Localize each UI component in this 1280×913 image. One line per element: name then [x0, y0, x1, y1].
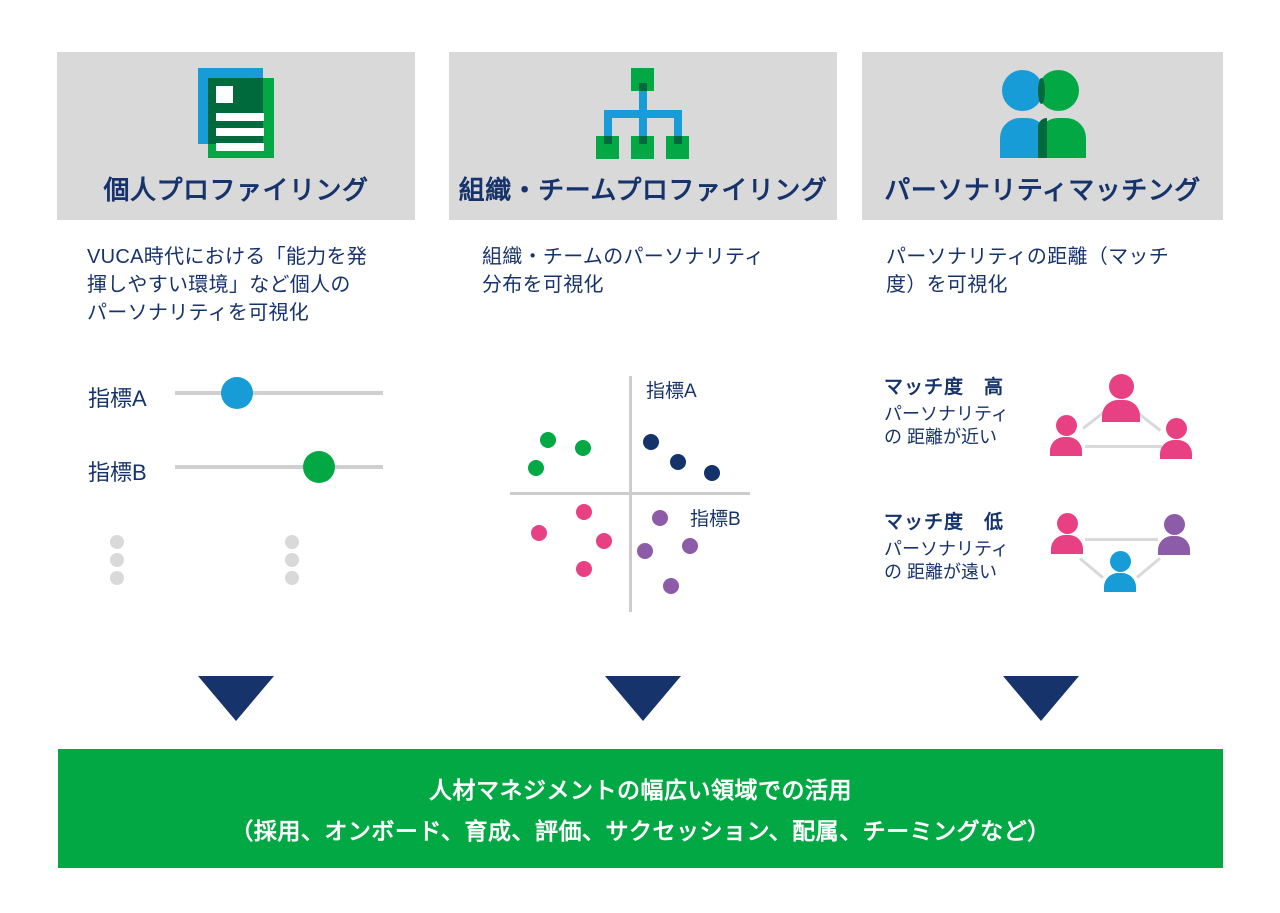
down-arrow-icon	[1003, 676, 1079, 721]
people-icon-head-overlap	[1037, 78, 1045, 104]
scatter-axis-label-b: 指標B	[690, 509, 741, 530]
banner-line-1: 人材マネジメントの幅広い領域での活用	[429, 777, 852, 803]
org-chart-stem	[604, 118, 612, 140]
match-high-heading: マッチ度 高	[884, 377, 1005, 398]
connection-line	[1079, 557, 1104, 579]
slider-label-indicator-b: 指標B	[88, 460, 147, 485]
people-icon-body-overlap	[1037, 118, 1047, 158]
org-chart-stem	[639, 86, 647, 112]
org-chart-stem	[674, 118, 682, 140]
header-box-individual-profiling: 個人プロファイリング	[57, 52, 415, 220]
scatter-dot-purple	[637, 543, 653, 559]
banner-line-2: （採用、オンボード、育成、評価、サクセッション、配属、チーミングなど）	[230, 818, 1051, 844]
scatter-dot-green	[575, 440, 591, 456]
org-chart-leaf-node	[596, 136, 619, 159]
people-icon	[999, 68, 1086, 158]
org-chart-joint	[604, 136, 612, 144]
org-chart-joint	[639, 83, 647, 91]
person-icon	[1158, 514, 1190, 555]
document-icon-text-bar	[216, 143, 264, 151]
scatter-dot-pink	[576, 561, 592, 577]
scatter-dot-green	[540, 432, 556, 448]
scatter-dot-navy	[704, 465, 720, 481]
person-icon	[1051, 513, 1083, 554]
scatter-dot-green	[528, 460, 544, 476]
slider-label-indicator-a: 指標A	[88, 386, 147, 411]
scatter-dot-purple	[682, 538, 698, 554]
org-chart-joint	[639, 136, 647, 144]
org-chart-stem	[639, 118, 647, 140]
scatter-axis-label-a: 指標A	[646, 381, 697, 402]
slider-knob-indicator-b	[302, 451, 335, 483]
description-individual-profiling: VUCA時代における「能力を発 揮しやすい環境」など個人の パーソナリティを可視…	[87, 246, 368, 324]
scatter-dot-pink	[531, 525, 547, 541]
slider-track-indicator-b	[175, 451, 383, 483]
connection-line	[1085, 538, 1158, 541]
column-title-org-team-profiling: 組織・チームプロファイリング	[458, 175, 828, 205]
connection-line	[1136, 557, 1161, 579]
org-chart-icon	[596, 68, 690, 160]
document-icon-photo-block	[216, 86, 233, 103]
org-chart-joint	[674, 136, 682, 144]
description-org-team-profiling: 組織・チームのパーソナリティ 分布を可視化	[482, 246, 765, 296]
down-arrow-icon	[198, 676, 274, 721]
scatter-dot-navy	[643, 434, 659, 450]
person-icon	[1104, 551, 1136, 592]
scatter-dot-navy	[670, 454, 686, 470]
match-high-figure	[1040, 370, 1205, 462]
usage-banner: 人材マネジメントの幅広い領域での活用 （採用、オンボード、育成、評価、サクセッシ…	[58, 749, 1223, 868]
description-personality-matching: パーソナリティの距離（マッチ 度）を可視化	[886, 246, 1169, 296]
match-high-caption: パーソナリティ の 距離が近い	[884, 404, 1009, 447]
people-icon-blue-head	[1001, 70, 1043, 111]
org-chart-root-node	[631, 68, 654, 91]
document-icon-text-bar	[216, 113, 264, 121]
person-icon	[1160, 418, 1192, 459]
match-high-text: マッチ度 高 パーソナリティ の 距離が近い	[884, 372, 1054, 449]
column-title-personality-matching: パーソナリティマッチング	[884, 175, 1201, 205]
scatter-dot-purple	[652, 510, 668, 526]
match-low-figure	[1040, 505, 1205, 600]
slider-track-indicator-a	[175, 377, 383, 409]
match-low-heading: マッチ度 低	[884, 512, 1005, 533]
header-box-org-team-profiling: 組織・チームプロファイリング	[449, 52, 837, 220]
person-icon	[1050, 415, 1082, 456]
scatter-horizontal-axis	[510, 492, 750, 495]
person-icon	[1102, 374, 1140, 422]
scatter-dot-pink	[596, 533, 612, 549]
scatter-dot-purple	[663, 578, 679, 594]
slider-knob-indicator-a	[221, 377, 254, 409]
scatter-plot: 指標A 指標B	[500, 368, 755, 618]
down-arrow-icon	[605, 676, 681, 721]
ellipsis-dots	[285, 535, 299, 589]
scatter-dot-pink	[576, 504, 592, 520]
org-chart-leaf-node	[631, 136, 654, 159]
match-low-text: マッチ度 低 パーソナリティ の 距離が遠い	[884, 507, 1054, 584]
document-icon	[198, 68, 274, 158]
match-low-caption: パーソナリティ の 距離が遠い	[884, 539, 1009, 582]
org-chart-crossbar	[604, 110, 682, 118]
document-icon-text-bar	[216, 128, 264, 136]
connection-line	[1085, 445, 1162, 448]
column-title-individual-profiling: 個人プロファイリング	[103, 175, 369, 205]
org-chart-leaf-node	[666, 136, 689, 159]
ellipsis-dots	[110, 535, 124, 589]
header-box-personality-matching: パーソナリティマッチング	[862, 52, 1223, 220]
